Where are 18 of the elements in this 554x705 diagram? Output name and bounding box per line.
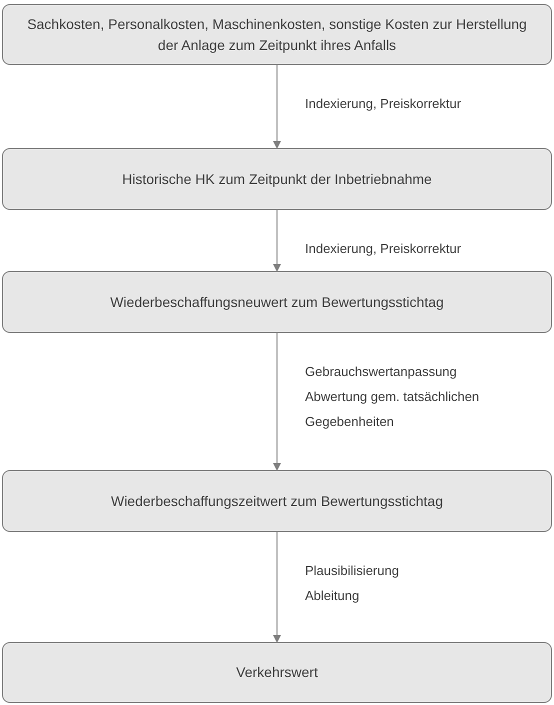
box-text: Sachkosten, Personalkosten, Maschinenkosten, sonstige Kosten zur Herstellung der Anlage zum Zeitpunkt ihres Anfalls — [27, 15, 527, 55]
process-box — [2, 4, 552, 65]
arrow — [273, 332, 281, 471]
box-text: Verkehrswert — [236, 663, 318, 682]
edge-label: Gebrauchswertanpassung Abwertung gem. tatsächlichen Gegebenheiten — [305, 363, 480, 431]
process-box — [2, 148, 552, 210]
box-text: Wiederbeschaffungsneuwert zum Bewertungsstichtag — [110, 292, 444, 312]
process-box — [2, 470, 552, 532]
arrow — [273, 64, 281, 149]
process-box — [2, 642, 552, 703]
box-text: Wiederbeschaffungszeitwert zum Bewertungsstichtag — [110, 492, 443, 511]
arrow — [273, 532, 281, 643]
edge-label: Indexierung, Preiskorrektur — [305, 95, 462, 113]
box-text: Historische HK zum Zeitpunkt der Inbetriebnahme — [122, 170, 432, 189]
edge-label: Plausibilisierung Ableitung — [305, 562, 400, 605]
edge-label: Indexierung, Preiskorrektur — [305, 240, 462, 258]
process-box — [2, 271, 552, 333]
arrow — [273, 210, 281, 272]
